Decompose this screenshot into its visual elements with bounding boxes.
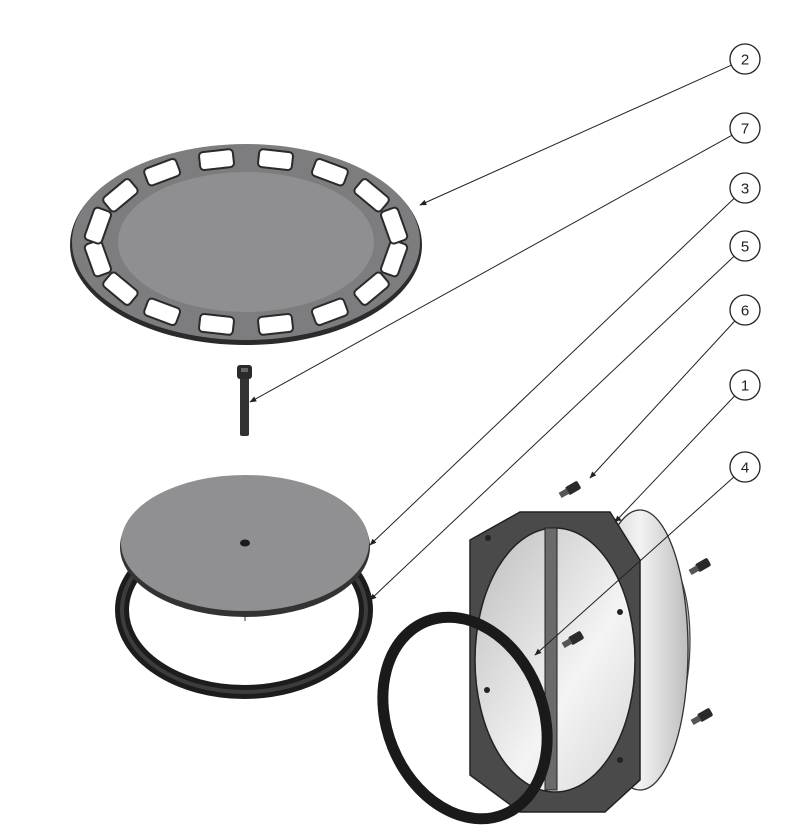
grate-slot: [83, 206, 112, 245]
part-2-grate-plate: [70, 144, 422, 345]
balloon-label-4: 4: [741, 460, 749, 477]
leader-line-1: [614, 395, 736, 523]
grate-slot: [380, 206, 409, 245]
grate-slot: [257, 148, 294, 171]
part-4-o-ring: [377, 611, 553, 825]
balloon-label-2: 2: [741, 52, 749, 69]
grate-slot: [198, 313, 235, 336]
leader-line-5: [369, 255, 735, 601]
balloon-label-1: 1: [741, 378, 749, 395]
grate-slot: [310, 297, 349, 327]
leader-line-3: [369, 197, 735, 546]
part-6-flange-screws: [558, 481, 713, 726]
grate-slot: [102, 271, 139, 306]
grate-slot: [143, 157, 182, 187]
balloon-label-5: 5: [741, 239, 749, 256]
callout-balloons: 2 7 3 5 6 1 4: [249, 43, 761, 656]
grate-slot: [143, 297, 182, 327]
leader-line-2: [419, 64, 732, 206]
grate-slot: [102, 178, 139, 213]
part-1-flanged-housing: [469, 509, 691, 813]
grate-slot: [257, 313, 294, 336]
balloon-6: [729, 294, 761, 326]
grate-slot: [353, 178, 390, 213]
leader-line-4: [534, 476, 735, 656]
balloon-4: [729, 451, 761, 483]
balloon-label-6: 6: [741, 303, 749, 320]
balloon-5: [729, 230, 761, 262]
balloon-2: [729, 43, 761, 75]
leader-line-7: [249, 134, 733, 403]
balloon-label-3: 3: [741, 181, 749, 198]
grate-slots: [83, 148, 409, 336]
balloon-7: [729, 112, 761, 144]
grate-slot: [198, 148, 235, 171]
part-7-cap-screw: [237, 365, 252, 436]
part-3-cover-disk: [120, 475, 370, 621]
grate-slot: [353, 271, 390, 306]
balloon-3: [729, 172, 761, 204]
grate-slot: [310, 157, 349, 187]
balloon-label-7: 7: [741, 121, 749, 138]
balloon-1: [729, 369, 761, 401]
leader-line-6: [589, 320, 736, 479]
